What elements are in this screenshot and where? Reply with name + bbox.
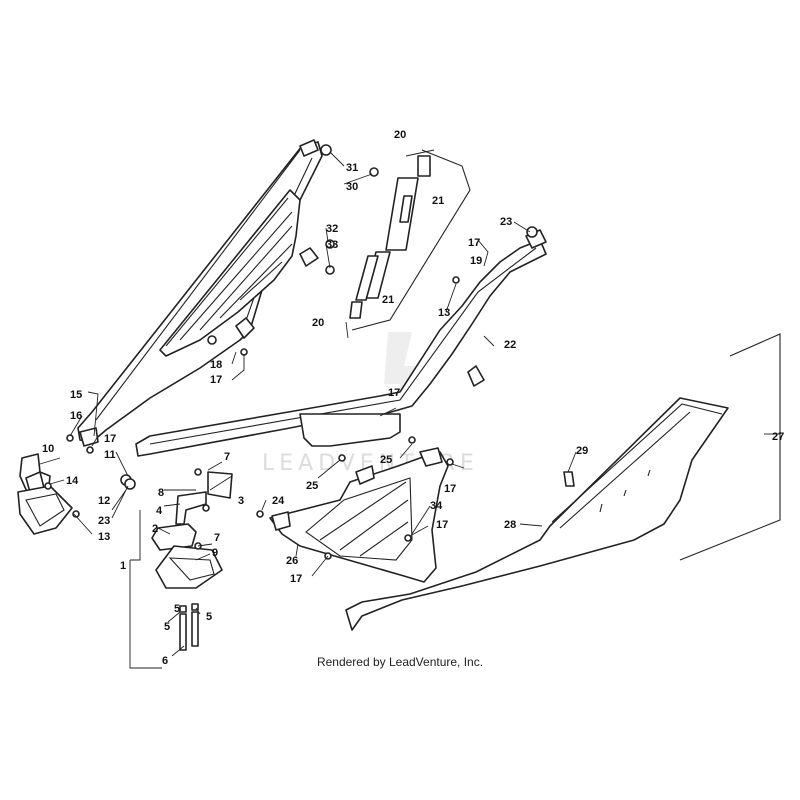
- callout-6: 6: [162, 655, 168, 667]
- callout-32: 32: [326, 223, 338, 235]
- callout-33: 33: [326, 239, 338, 251]
- callout-14: 14: [66, 475, 79, 487]
- latch-plate: [17, 453, 73, 535]
- cage-tube: [135, 229, 547, 457]
- callout-15: 15: [70, 389, 82, 401]
- callout-20b: 20: [312, 317, 324, 329]
- callout-17b: 17: [210, 374, 222, 386]
- callout-5a: 5: [164, 621, 170, 633]
- callout-28: 28: [504, 519, 516, 531]
- door-frame: [77, 139, 323, 447]
- side-panel: [345, 333, 781, 631]
- callout-34: 34: [430, 500, 443, 512]
- callout-17e: 17: [444, 483, 456, 495]
- callout-31: 31: [346, 162, 358, 174]
- callout-2: 2: [152, 523, 158, 535]
- callout-5b: 5: [174, 603, 180, 615]
- callout-labels: 1 2 3 4 5 5 5 6 7 7 8 9 10 11 12 13 13 1…: [42, 129, 784, 667]
- callout-10: 10: [42, 443, 54, 455]
- leader-lines: [39, 151, 780, 669]
- callout-9: 9: [212, 547, 218, 559]
- callout-17d: 17: [388, 387, 400, 399]
- callout-21a: 21: [432, 195, 444, 207]
- callout-3: 3: [238, 495, 244, 507]
- callout-7b: 7: [214, 532, 220, 544]
- callout-7a: 7: [224, 451, 230, 463]
- callout-18: 18: [210, 359, 222, 371]
- callout-24: 24: [272, 495, 285, 507]
- callout-26: 26: [286, 555, 298, 567]
- callout-23a: 23: [500, 216, 512, 228]
- callout-11: 11: [104, 449, 116, 461]
- callout-8: 8: [158, 487, 164, 499]
- callout-22: 22: [504, 339, 516, 351]
- callout-20a: 20: [394, 129, 406, 141]
- callout-12: 12: [98, 495, 110, 507]
- callout-25a: 25: [306, 480, 318, 492]
- callout-25b: 25: [380, 454, 392, 466]
- callout-13b: 13: [98, 531, 110, 543]
- render-credit: Rendered by LeadVenture, Inc.: [316, 655, 484, 669]
- callout-5c: 5: [206, 611, 212, 623]
- callout-17c: 17: [468, 237, 480, 249]
- seal-strips: [349, 149, 471, 331]
- lower-door: [269, 447, 449, 583]
- callout-27: 27: [772, 431, 784, 443]
- callout-23b: 23: [98, 515, 110, 527]
- callout-17a: 17: [104, 433, 116, 445]
- callout-30: 30: [346, 181, 358, 193]
- callout-29: 29: [576, 445, 588, 457]
- watermark-logo-icon: [384, 332, 420, 420]
- latch-assembly: [151, 471, 233, 651]
- callout-17f: 17: [436, 519, 448, 531]
- callout-17g: 17: [290, 573, 302, 585]
- callout-13a: 13: [438, 307, 450, 319]
- callout-4: 4: [156, 505, 163, 517]
- callout-21b: 21: [382, 294, 394, 306]
- callout-1: 1: [120, 560, 126, 572]
- callout-19: 19: [470, 255, 482, 267]
- callout-16: 16: [70, 410, 82, 422]
